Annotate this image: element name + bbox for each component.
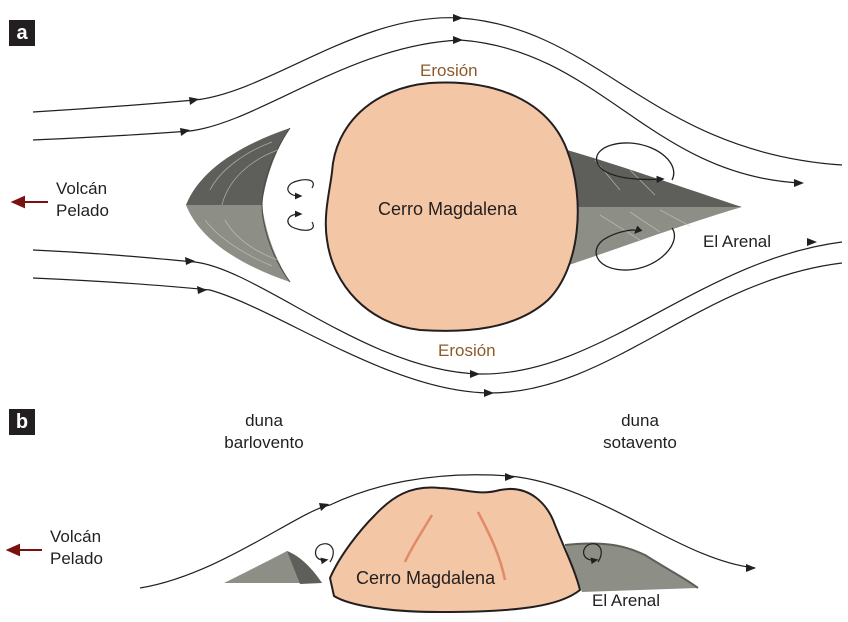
streamline-a-top-2 bbox=[32, 39, 801, 184]
eddy-a-left-1 bbox=[287, 179, 314, 200]
streamline-arrowheads-b bbox=[319, 473, 756, 572]
eddy-b-right bbox=[582, 543, 602, 565]
hill-label-b: Cerro Magdalena bbox=[356, 568, 496, 588]
eddy-a-right-bottom bbox=[595, 225, 675, 271]
volcano-label-a: Volcán Pelado bbox=[56, 178, 109, 222]
windward-label-line2: barlovento bbox=[224, 433, 304, 452]
leeward-dune-label: duna sotavento bbox=[588, 410, 692, 454]
erosion-gully-b-1 bbox=[403, 514, 434, 563]
streamline-a-bot-2 bbox=[32, 262, 843, 394]
volcano-label-a-line2: Pelado bbox=[56, 201, 109, 220]
volcano-label-a-line1: Volcán bbox=[56, 179, 108, 198]
streamline-arrowheads-a bbox=[180, 14, 817, 397]
windward-dune-label: duna barlovento bbox=[212, 410, 316, 454]
erosion-gully-b-2 bbox=[476, 511, 507, 581]
cerro-magdalena-hill-a bbox=[324, 81, 579, 332]
leeward-label-line2: sotavento bbox=[603, 433, 677, 452]
eddy-a-right-top bbox=[596, 142, 675, 183]
volcano-label-b: Volcán Pelado bbox=[50, 526, 103, 570]
town-label-a: El Arenal bbox=[703, 232, 772, 251]
panel-label-b: b bbox=[9, 409, 35, 435]
streamline-a-bot-1 bbox=[32, 241, 843, 375]
leeward-dune-a bbox=[560, 148, 742, 268]
eddy-b-left bbox=[314, 543, 334, 565]
leeward-dune-b bbox=[565, 543, 698, 592]
windward-dune-b bbox=[224, 551, 322, 584]
volcano-label-b-line1: Volcán bbox=[50, 527, 102, 546]
windward-dune-a bbox=[186, 127, 291, 283]
panel-label-a: a bbox=[9, 20, 35, 46]
cerro-magdalena-hill-b bbox=[328, 486, 582, 614]
town-label-b: El Arenal bbox=[592, 591, 661, 610]
leeward-label-line1: duna bbox=[621, 411, 659, 430]
streamline-b bbox=[139, 474, 756, 589]
hill-label-a: Cerro Magdalena bbox=[378, 199, 518, 219]
volcano-label-b-line2: Pelado bbox=[50, 549, 103, 568]
streamline-a-top-1 bbox=[32, 17, 843, 166]
windward-label-line1: duna bbox=[245, 411, 283, 430]
erosion-label-bottom: Erosión bbox=[438, 341, 496, 360]
erosion-label-top: Erosión bbox=[420, 61, 478, 80]
eddy-a-left-2 bbox=[287, 210, 314, 231]
